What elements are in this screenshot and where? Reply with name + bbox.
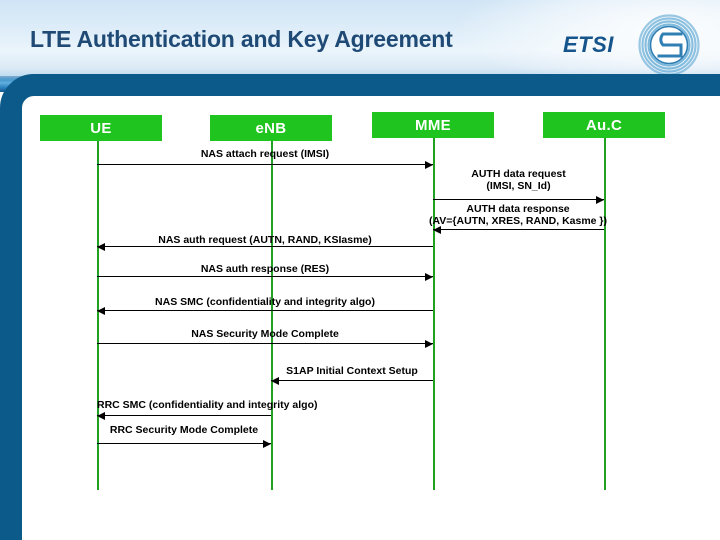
message-label-2-line2: (IMSI, SN_Id) [486, 180, 551, 192]
entity-label: MME [415, 116, 451, 134]
message-arrow-6 [97, 310, 433, 311]
message-arrow-3 [433, 229, 604, 230]
message-label-5: NAS auth response (RES) [200, 263, 330, 275]
entity-label: eNB [255, 119, 287, 137]
entity-box-auc[interactable]: Au.C [543, 112, 665, 138]
entity-box-ue[interactable]: UE [40, 115, 162, 141]
message-arrow-2 [433, 199, 604, 200]
entity-label: Au.C [585, 116, 623, 134]
message-arrow-8 [271, 380, 433, 381]
message-arrow-1 [97, 164, 433, 165]
message-arrow-10 [97, 443, 271, 444]
etsi-wordmark: ETSI [563, 32, 614, 57]
lifeline-ue [97, 141, 99, 490]
message-label-6: NAS SMC (confidentiality and integrity a… [155, 296, 375, 308]
arrowhead-right-icon [263, 440, 271, 448]
message-arrow-5 [97, 276, 433, 277]
message-arrow-4 [97, 246, 433, 247]
message-label-1: NAS attach request (IMSI) [200, 148, 330, 160]
message-label-2: AUTH data request(IMSI, SN_Id) [433, 168, 604, 192]
message-label-4: NAS auth request (AUTN, RAND, KSIasme) [158, 234, 372, 246]
message-label-9: RRC SMC (confidentiality and integrity a… [97, 399, 318, 411]
page-title: LTE Authentication and Key Agreement [30, 26, 453, 52]
message-label-8: S1AP Initial Context Setup [286, 365, 418, 377]
arrowhead-right-icon [425, 161, 433, 169]
arrowhead-right-icon [596, 196, 604, 204]
message-label-7: NAS Security Mode Complete [191, 328, 339, 340]
arrowhead-right-icon [425, 340, 433, 348]
arrowhead-left-icon [97, 412, 105, 420]
message-label-3-line2: (AV={AUTN, XRES, RAND, Kasme }) [428, 215, 608, 227]
etsi-logo: ETSI [563, 14, 715, 76]
lifeline-mme [433, 138, 435, 490]
arrowhead-left-icon [97, 307, 105, 315]
entity-box-mme[interactable]: MME [372, 112, 494, 138]
message-arrow-9 [97, 415, 271, 416]
arrowhead-right-icon [425, 273, 433, 281]
arrowhead-left-icon [433, 226, 441, 234]
arrowhead-left-icon [97, 243, 105, 251]
message-arrow-7 [97, 343, 433, 344]
entity-box-enb[interactable]: eNB [210, 115, 332, 141]
arrowhead-left-icon [271, 377, 279, 385]
entity-label: UE [90, 119, 112, 137]
message-label-3: AUTH data response(AV={AUTN, XRES, RAND,… [418, 203, 618, 227]
lifeline-auc [604, 138, 606, 490]
lifeline-enb [271, 141, 273, 490]
message-label-10: RRC Security Mode Complete [109, 424, 259, 436]
